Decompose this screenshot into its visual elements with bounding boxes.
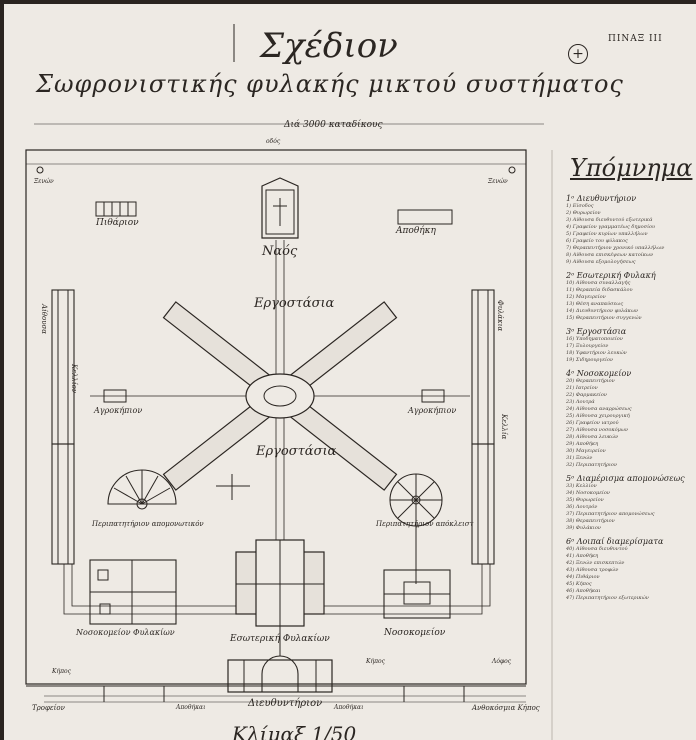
label-gate-left: Αποθήκαι (176, 704, 206, 711)
legend-heading: 6ᵒ Λοιπαί διαμερίσματα (566, 537, 664, 546)
legend-item: 46) Αποθήκαι (566, 588, 601, 594)
label-road-mid: Κήπος (366, 658, 385, 665)
legend-item: 42) Ξενών επισκεπτών (566, 560, 625, 566)
legend-item: 21) Ιατρείον (566, 385, 598, 391)
legend-item: 5) Γραφείον κυρίων υπαλλήλων (566, 231, 648, 237)
legend-item: 15) Θεραπευτήριον συγγενών (566, 315, 642, 321)
label-wall-left: Αίθουσα (40, 304, 48, 334)
legend-item: 1) Είσοδος (566, 203, 594, 209)
legend-item: 40) Αίθουσα διευθυντού (566, 546, 628, 552)
label-block-right: Κελλία (500, 414, 508, 440)
plate-label: ΠΙΝΑΞ ΙΙΙ (608, 34, 663, 44)
label-gate: Διευθυντήριον (248, 698, 323, 709)
scale-label: Κλίμαξ 1/50 (232, 722, 357, 740)
legend-item: 10) Αίθουσα συναλλαγής (566, 280, 631, 286)
plan-sheet: ΠΙΝΑΞ ΙΙΙ Σχέδιον + Σωφρονιστικής φυλακή… (4, 4, 696, 740)
label-top-road: οδός (266, 138, 281, 145)
legend-item: 26) Γραφείον ιατρού (566, 420, 619, 426)
legend-item: 12) Μαγειρείον (566, 294, 606, 300)
label-bottom-right: Ανθοκόσμια Κήπος (472, 704, 540, 712)
legend-item: 6) Γραφείο του φύλακος (566, 238, 628, 244)
label-right-building: Νοσοκομείον (384, 628, 446, 638)
legend-item: 29) Αποθήκη (566, 441, 599, 447)
label-workshops-bottom: Εργοστάσια (256, 444, 337, 459)
legend-item: 9) Αίθουσα εξομολογήσεως (566, 259, 636, 265)
legend-item: 38) Θεραπευτήριον (566, 518, 615, 524)
legend-heading: 2ᵒ Εσωτερική Φυλακή (566, 271, 656, 280)
label-storehouse: Πιθάριον (96, 218, 139, 228)
legend-item: 44) Πιθάριον (566, 574, 600, 580)
legend-item: 7) Θεραπευτήριον χρονικό υπαλλήλων (566, 245, 665, 251)
label-workshops-top: Εργοστάσια (254, 296, 335, 311)
plus-mark: + (568, 44, 588, 64)
legend-item: 34) Νοσοκομείον (566, 490, 610, 496)
legend-item: 19) Σιδηρουργείον (566, 357, 614, 363)
legend-item: 35) Θυρωρείον (566, 497, 604, 503)
label-block-left: Κελλίον (70, 364, 78, 394)
legend-item: 18) Υφαντήριον λευκών (566, 350, 627, 356)
legend-item: 11) Θεραπεία διδασκάλου (566, 287, 633, 293)
legend-item: 8) Αίθουσα επισκέψεων κατοίκων (566, 252, 654, 258)
label-yard-right: Αγροκήπιον (408, 406, 457, 415)
legend-heading: 5ᵒ Διαμέρισμα απομονώσεως (566, 474, 685, 483)
legend-item: 32) Περιπατητήριον (566, 462, 617, 468)
legend-item: 4) Γραφείον γραμματέως δημοσίου (566, 224, 656, 230)
legend-item: 30) Μαγειρείον (566, 448, 606, 454)
legend-item: 25) Αίθουσα χειρουργική (566, 413, 630, 419)
legend-item: 39) Φυλάκιον (566, 525, 601, 531)
plan-title: Σχέδιον (260, 26, 398, 66)
plan-subtitle: Σωφρονιστικής φυλακής μικτού συστήματος (36, 70, 624, 98)
legend-item: 33) Κελλίον (566, 483, 597, 489)
legend-item: 17) Ξυλουργείον (566, 343, 609, 349)
legend-item: 13) Θέση αναπαύσεως (566, 301, 624, 307)
legend-item: 37) Περιπατητήριον απομονώσεως (566, 511, 655, 517)
legend-item: 45) Κήπος (566, 581, 592, 587)
label-hospital: Νοσοκομείον Φυλακίων (76, 628, 175, 637)
label-panopticon-left: Περιπατητήριον απομονωτικόν (92, 520, 204, 528)
legend-item: 31) Ξενών (566, 455, 593, 461)
label-right-corner: Ξενών (488, 178, 508, 185)
legend-item: 27) Αίθουσα νοσοκόμων (566, 427, 629, 433)
legend-item: 43) Αίθουσα τροφών (566, 567, 619, 573)
label-yard-left: Αγροκήπιον (94, 406, 143, 415)
legend-item: 28) Αίθουσα λευκών (566, 434, 619, 440)
label-road-right: Λόφος (492, 658, 512, 665)
legend-heading: 3ᵒ Εργοστάσια (566, 327, 627, 336)
legend-item: 16) Υποδηματοποιείον (566, 336, 623, 342)
capacity-note: Διά 3000 καταδίκους (284, 120, 383, 130)
legend-item: 41) Αποθήκη (566, 553, 599, 559)
label-wall-right: Φυλάκια (496, 300, 504, 332)
legend-item: 22) Φαρμακείον (566, 392, 607, 398)
legend-item: 14) Διευθυντήριον φυλάκων (566, 308, 639, 314)
legend-item: 2) Θυρωρείον (566, 210, 601, 216)
site-plan (25, 24, 553, 740)
legend-item: 24) Αίθουσα αναρρώσεως (566, 406, 632, 412)
legend-title: Υπόμνημα (570, 154, 693, 182)
label-warehouse: Αποθήκη (396, 226, 436, 236)
label-panopticon-right: Περιπατητήριον απόκλειστ (376, 520, 474, 528)
legend-heading: 4ᵒ Νοσοκομείον (566, 369, 632, 378)
label-central-building: Εσωτερική Φυλακίων (230, 634, 330, 644)
legend-item: 23) Λουτρά (566, 399, 595, 405)
label-gate-right: Αποθήκαι (334, 704, 364, 711)
label-left-corner: Ξενών (34, 178, 54, 185)
legend-heading: 1ᵒ Διευθυντήριον (566, 194, 637, 203)
legend-item: 20) Θεραπευτήριον (566, 378, 615, 384)
legend-item: 36) Λουτρόν (566, 504, 598, 510)
label-road-left: Κήπος (52, 668, 71, 675)
legend-item: 47) Περιπατητήριον εξωτερικών (566, 595, 649, 601)
legend-item: 3) Αίθουσα διευθυντού εξωτερικά (566, 217, 653, 223)
label-church: Ναός (262, 244, 298, 259)
label-bottom-left: Τροφείον (32, 704, 65, 712)
